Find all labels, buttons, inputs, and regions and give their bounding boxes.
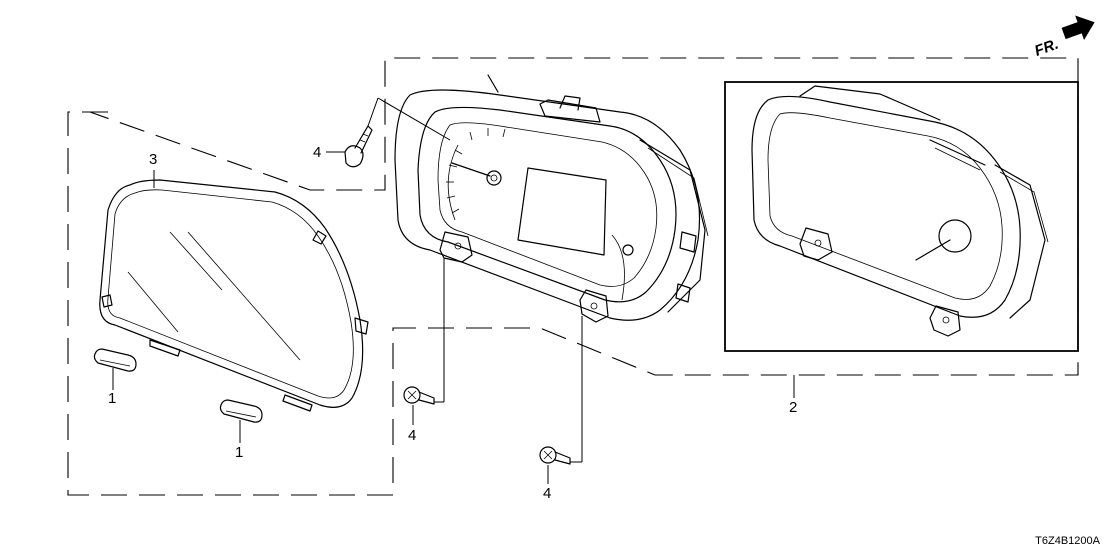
screw-lower-left-part — [403, 386, 435, 405]
callout-meter-assembly: 2 — [789, 399, 797, 416]
screw-top-part — [344, 125, 373, 168]
lens-group-boundary — [67, 57, 1079, 496]
meter-rear-view-frame — [724, 81, 1079, 352]
callout-screw-lower-left: 4 — [408, 427, 416, 444]
meter-rear-view-part — [751, 85, 1049, 337]
screw-lower-right-part — [539, 446, 571, 465]
front-indicator: FR. — [1032, 15, 1095, 60]
callout-lens-retainer-left: 1 — [108, 390, 116, 407]
meter-front-view-part — [394, 74, 709, 323]
callout-lens: 3 — [149, 151, 157, 168]
front-indicator-label: FR. — [1032, 36, 1061, 60]
callout-screw-lower-right: 4 — [543, 485, 551, 502]
lens-retainer-right-part — [219, 399, 263, 423]
diagram-code: T6Z4B1200A — [1035, 535, 1100, 547]
lens-retainer-left-part — [93, 348, 137, 372]
callout-lens-retainer-right: 1 — [235, 444, 243, 461]
arrow-right-icon — [1061, 15, 1095, 40]
lens-part — [99, 179, 369, 412]
callout-screw-top: 4 — [313, 144, 321, 161]
